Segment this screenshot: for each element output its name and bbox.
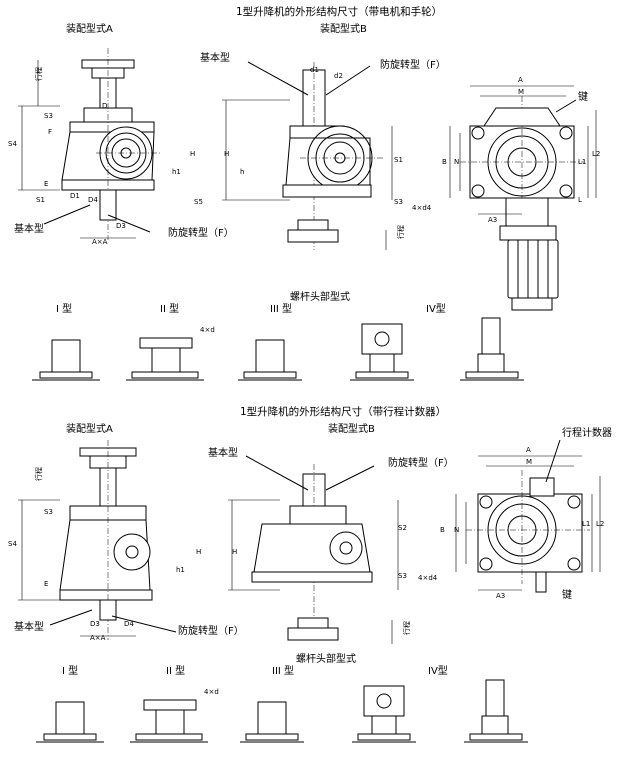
dim-f-1: F bbox=[48, 128, 53, 136]
anti-rotation-label-2b: 防旋转型（F） bbox=[388, 458, 454, 469]
dim-h-2b: H bbox=[232, 548, 238, 556]
dim-a3-1: A3 bbox=[488, 216, 498, 224]
dim-d1-1: D1 bbox=[70, 192, 80, 200]
type-2-label-1: II 型 bbox=[160, 304, 180, 315]
dim-d3-2: D3 bbox=[90, 620, 100, 628]
screw-head-title-2: 螺杆头部型式 bbox=[296, 654, 356, 665]
dim-l1-2: L1 bbox=[582, 520, 591, 528]
dim-l-1: L bbox=[578, 196, 582, 204]
type-2-holes-label-2: 4×d bbox=[204, 688, 219, 696]
anti-rotation-label-1a: 防旋转型（F） bbox=[168, 228, 234, 239]
dim-a-1: A bbox=[518, 76, 523, 84]
section-2-title: 1型升降机的外形结构尺寸（带行程计数器） bbox=[240, 406, 447, 418]
dim-b-1: B bbox=[442, 158, 447, 166]
span-label-1: A×A bbox=[92, 238, 108, 246]
type-4-label-1: IV型 bbox=[426, 304, 446, 315]
basic-type-label-2a: 基本型 bbox=[14, 622, 44, 633]
dim-s3-2: S3 bbox=[44, 508, 53, 516]
dim-l2-1: L2 bbox=[592, 150, 601, 158]
dim-s3-2b: S3 bbox=[398, 572, 407, 580]
assembly-b-label-1: 装配型式B bbox=[320, 24, 367, 35]
type-3-label-1: III 型 bbox=[270, 304, 293, 315]
assembly-a-drawing-2 bbox=[18, 440, 177, 640]
top-view-counter-2 bbox=[455, 439, 601, 593]
assembly-b-label-2: 装配型式B bbox=[328, 424, 375, 435]
counter-label-2: 行程计数器 bbox=[562, 428, 612, 439]
dim-s3-1: S3 bbox=[44, 112, 53, 120]
assembly-a-label-2: 装配型式A bbox=[66, 424, 113, 435]
dim-d-1: D bbox=[102, 102, 108, 110]
dim-a3-2: A3 bbox=[496, 592, 506, 600]
dim-h-1: H bbox=[190, 150, 196, 158]
assembly-a-label-1: 装配型式A bbox=[66, 24, 113, 35]
screw-head-title-1: 螺杆头部型式 bbox=[290, 292, 350, 303]
dim-n-2: N bbox=[454, 526, 460, 534]
dim-m-2: M bbox=[526, 458, 533, 466]
dim-h1-2: h1 bbox=[176, 566, 185, 574]
type-2-label-2: II 型 bbox=[166, 666, 186, 677]
dim-d2-1b: d2 bbox=[334, 72, 343, 80]
stroke-label-2b: 行程 bbox=[403, 621, 411, 635]
stroke-label-1a: 行程 bbox=[35, 67, 43, 81]
stroke-label-2a: 行程 bbox=[35, 467, 43, 481]
assembly-b-drawing-1 bbox=[222, 61, 393, 250]
dim-s4-1: S4 bbox=[8, 140, 17, 148]
dim-e-1: E bbox=[44, 180, 49, 188]
type-1-label-2: I 型 bbox=[62, 666, 79, 677]
bolt-holes-label-2: 4×d4 bbox=[418, 574, 438, 582]
anti-rotation-label-1b: 防旋转型（F） bbox=[380, 60, 446, 71]
dim-h-2: H bbox=[196, 548, 202, 556]
type-4-label-2: IV型 bbox=[428, 666, 448, 677]
type-2-holes-label-1: 4×d bbox=[200, 326, 215, 334]
dim-d4-2: D4 bbox=[124, 620, 134, 628]
basic-type-label-2b: 基本型 bbox=[208, 448, 238, 459]
dim-m-1: M bbox=[518, 88, 525, 96]
dim-d3-1: D3 bbox=[116, 222, 126, 230]
dim-s2-2b: S2 bbox=[398, 524, 407, 532]
dim-s4-2: S4 bbox=[8, 540, 17, 548]
bolt-holes-label-1: 4×d4 bbox=[412, 204, 432, 212]
dim-e-2: E bbox=[44, 580, 49, 588]
dim-h-small-1b: h bbox=[240, 168, 245, 176]
top-view-motor-1 bbox=[449, 85, 597, 311]
basic-type-label-1b: 基本型 bbox=[200, 53, 230, 64]
key-label-1: 键 bbox=[578, 92, 588, 103]
section-1-title: 1型升降机的外形结构尺寸（带电机和手轮） bbox=[236, 6, 443, 18]
dim-s1-1b: S1 bbox=[394, 156, 403, 164]
stroke-label-1b: 行程 bbox=[397, 225, 405, 239]
dim-h-1b: H bbox=[224, 150, 230, 158]
dim-s1-1: S1 bbox=[36, 196, 45, 204]
dim-s5-1: S5 bbox=[194, 198, 203, 206]
screw-heads-row-2 bbox=[36, 679, 528, 743]
dim-l1-1: L1 bbox=[578, 158, 587, 166]
dim-d1-1b: d1 bbox=[310, 66, 319, 74]
dim-h1-1: h1 bbox=[172, 168, 181, 176]
screw-heads-row-1 bbox=[32, 317, 524, 381]
assembly-b-drawing-2 bbox=[228, 455, 399, 644]
dim-l2-2: L2 bbox=[596, 520, 605, 528]
assembly-a-drawing-1 bbox=[18, 48, 162, 240]
basic-type-label-1a: 基本型 bbox=[14, 224, 44, 235]
dim-s3-1b: S3 bbox=[394, 198, 403, 206]
dim-d4-1: D4 bbox=[88, 196, 98, 204]
span-label-2: A×A bbox=[90, 634, 106, 642]
type-1-label-1: I 型 bbox=[56, 304, 73, 315]
key-label-2: 键 bbox=[562, 590, 572, 601]
dim-n-1: N bbox=[454, 158, 460, 166]
dim-b-2: B bbox=[440, 526, 445, 534]
anti-rotation-label-2a: 防旋转型（F） bbox=[178, 626, 244, 637]
type-3-label-2: III 型 bbox=[272, 666, 295, 677]
dim-a-2: A bbox=[526, 446, 531, 454]
